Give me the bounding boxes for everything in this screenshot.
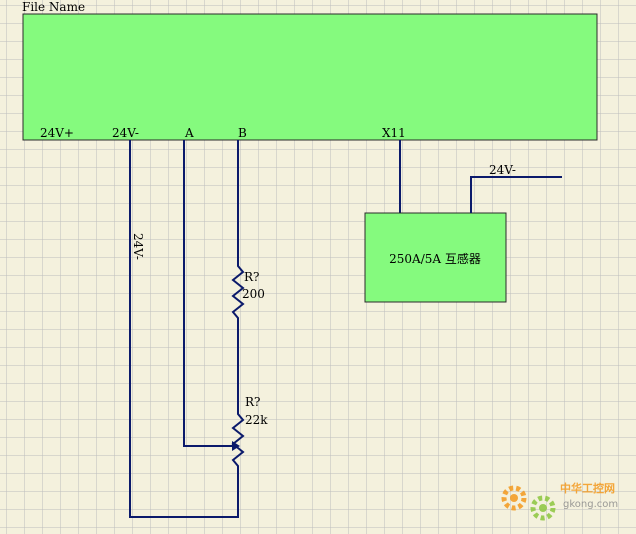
- transformer-label: 250A/5A 互感器: [389, 251, 481, 266]
- watermark-cn-text: 中华工控网: [560, 481, 615, 495]
- wire-24v-minus-loop[interactable]: [129, 140, 239, 518]
- resistor-r2-designator: R?: [245, 395, 260, 409]
- transformer-block[interactable]: [364, 212, 507, 303]
- resistor-r1-designator: R?: [244, 270, 259, 284]
- main-module[interactable]: [22, 13, 598, 141]
- orange-gear-hub: [510, 494, 518, 502]
- resistor-r2-symbol[interactable]: [231, 410, 245, 472]
- pin-x11: X11: [382, 126, 406, 140]
- green-gear-hub: [539, 504, 547, 512]
- watermark-logo: 中华工控网 gkong.com: [501, 481, 618, 521]
- module-title: File Name: [22, 0, 85, 14]
- resistor-r1-value: 200: [242, 287, 265, 301]
- pin-b: B: [238, 126, 247, 140]
- wire-transformer-24v-minus[interactable]: [470, 176, 562, 213]
- pin-24v-plus: 24V+: [40, 126, 74, 140]
- net-label-24v-minus-left: 24V-: [131, 233, 145, 260]
- pin-a: A: [184, 126, 194, 140]
- orange-gear-icon: [501, 485, 527, 511]
- resistor-r2-value: 22k: [245, 413, 268, 427]
- watermark-site: gkong.com: [563, 499, 618, 510]
- pin-24v-minus: 24V-: [112, 126, 139, 140]
- wire-a-to-wiper[interactable]: [183, 140, 232, 447]
- net-label-24v-minus-right: 24V-: [489, 163, 516, 177]
- resistor-r1-symbol[interactable]: [231, 262, 245, 322]
- green-gear-icon: [530, 495, 556, 521]
